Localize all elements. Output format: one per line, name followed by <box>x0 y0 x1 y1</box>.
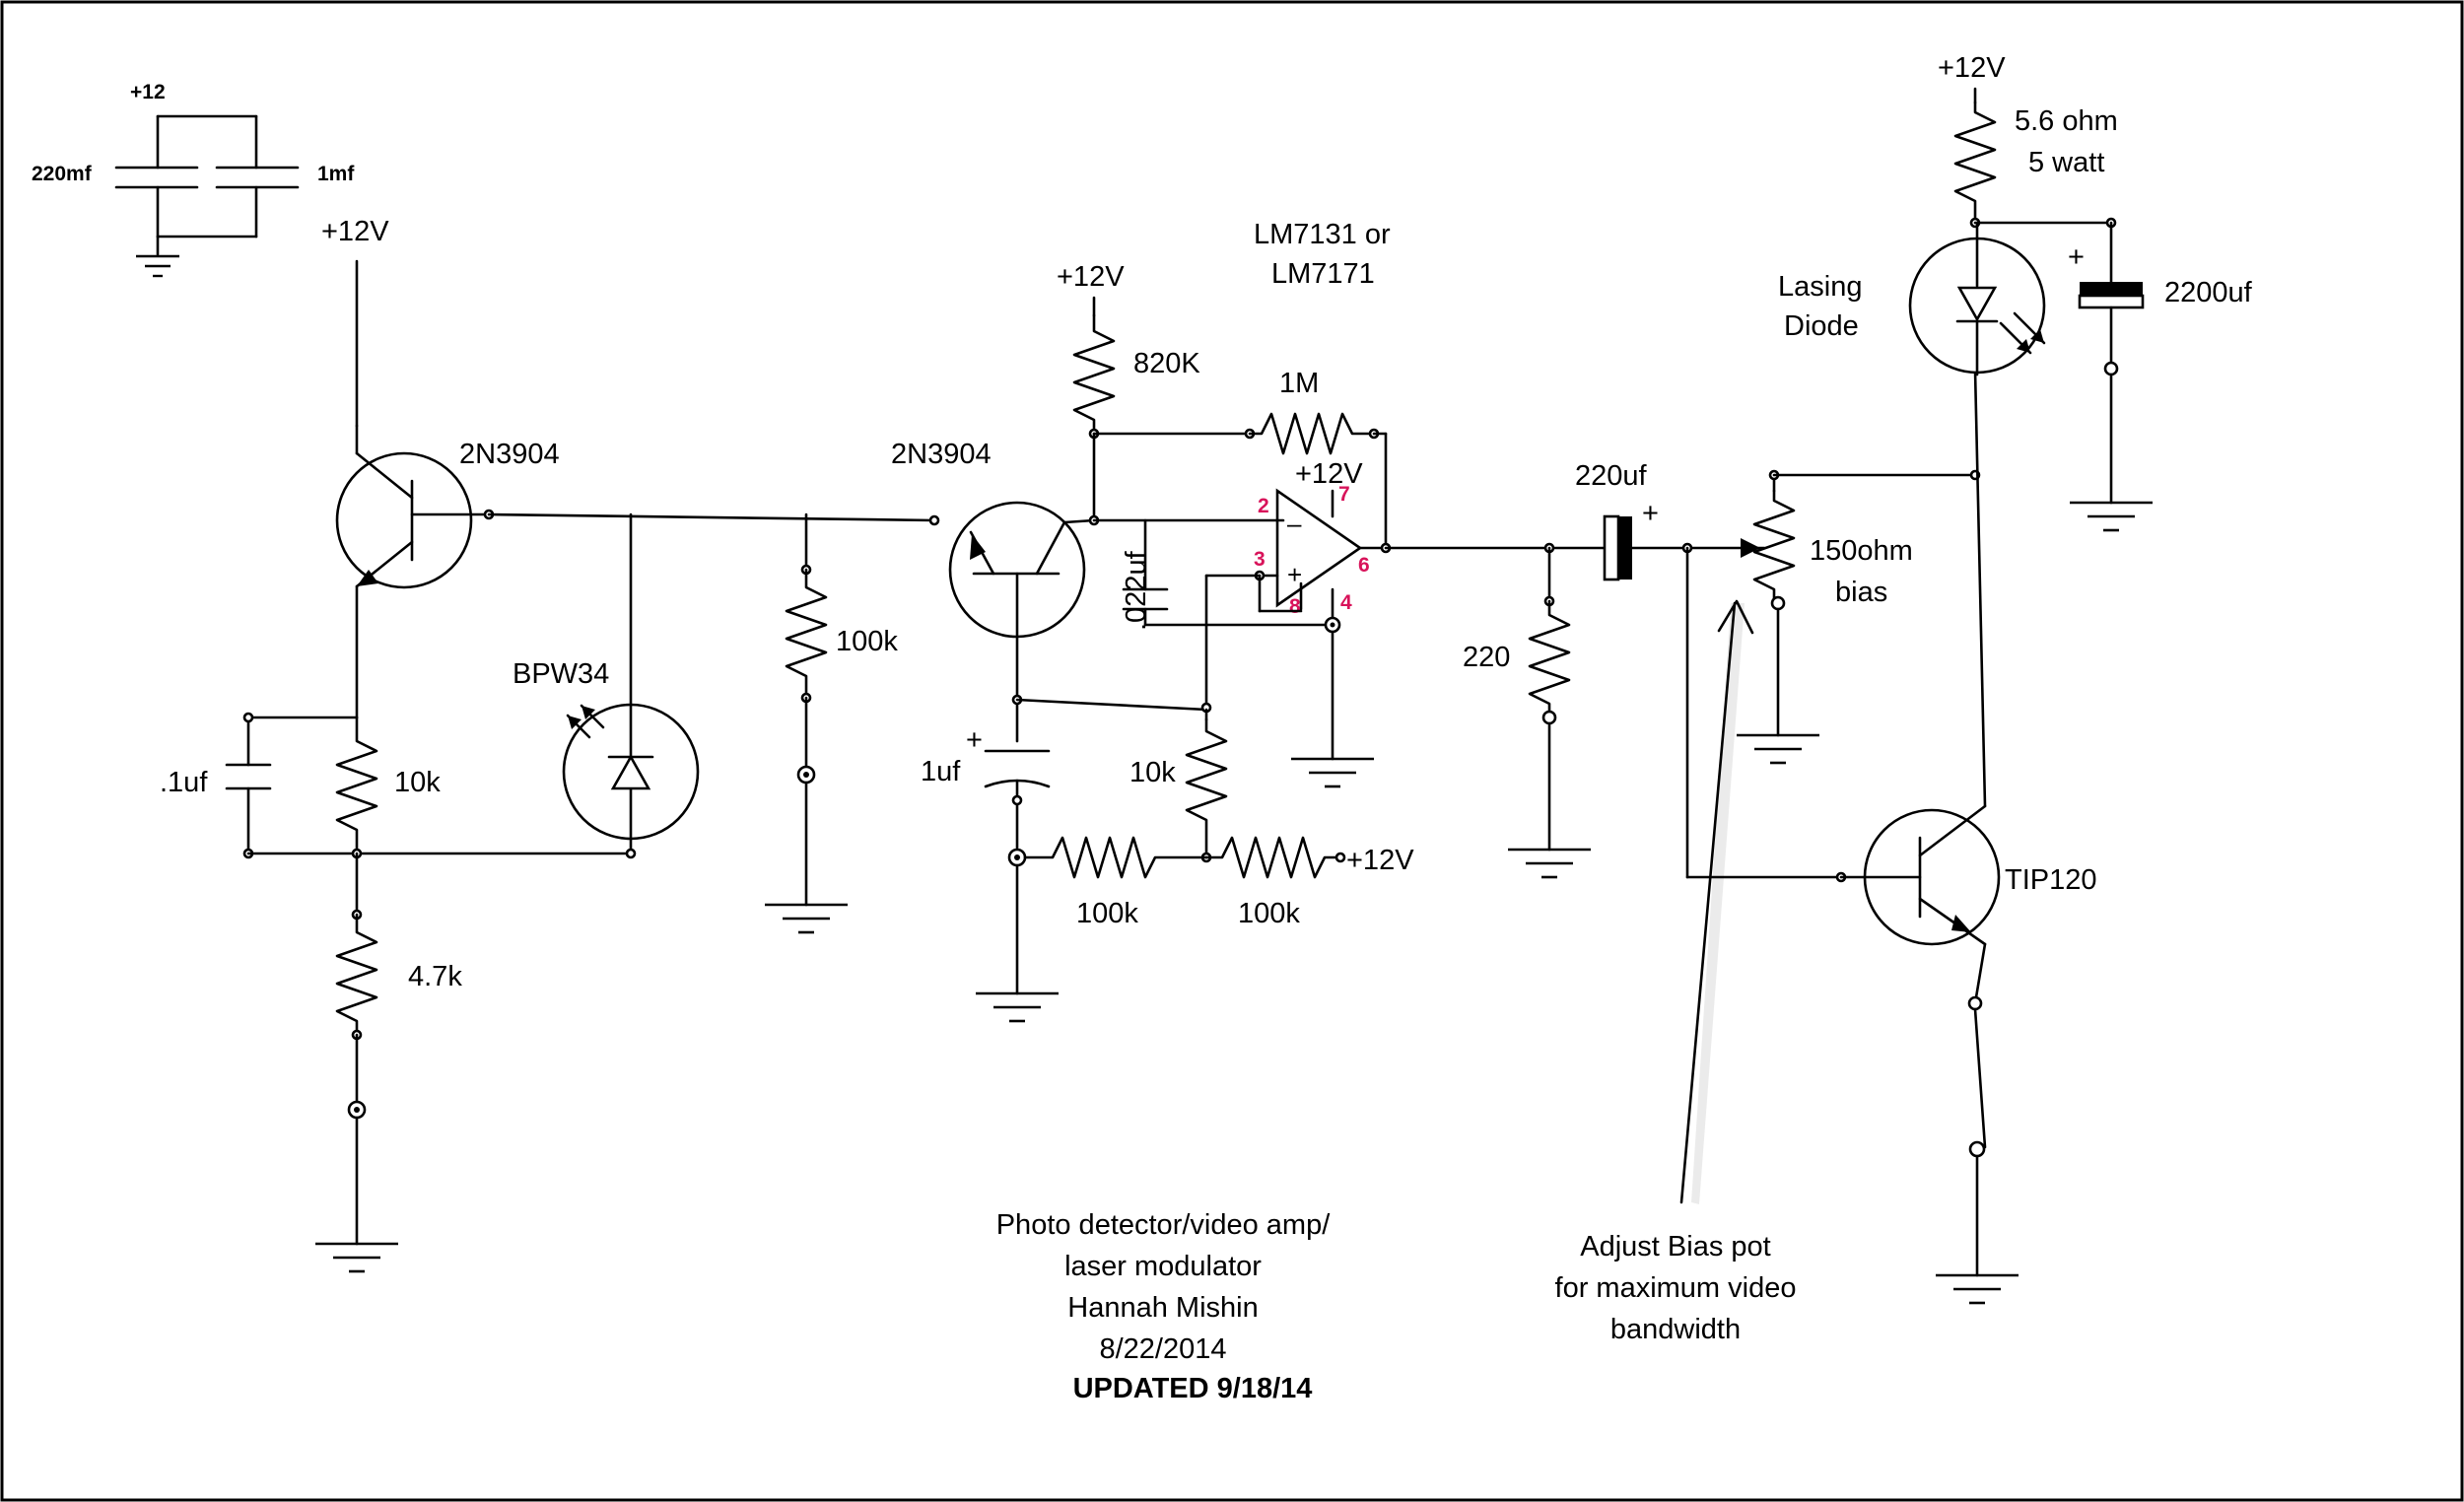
c-022uf-label: .022uf <box>1121 550 1152 631</box>
svg-text:+: + <box>1287 560 1302 589</box>
q1-label: 2N3904 <box>459 439 560 470</box>
pot-label-line1: 150ohm <box>1810 535 1913 567</box>
r-power-line2: 5 watt <box>2028 147 2104 178</box>
stage-video-amp: +12V 820K 1M LM7131 or LM7171 2N3904 <box>891 219 1414 1023</box>
q2-label: 2N3904 <box>891 439 992 470</box>
opamp: – + <box>1275 488 1392 611</box>
c-220uf-label: 220uf <box>1575 460 1648 492</box>
r-100k-b-label: 100k <box>1076 898 1138 929</box>
opamp-part-line1: LM7131 or <box>1254 219 1391 250</box>
r-100k-c-label: 100k <box>1238 898 1300 929</box>
pin-7: 7 <box>1338 483 1350 506</box>
supply-decoupling: +12 220mf 1mf <box>32 81 355 278</box>
supply-cap-left-label: 220mf <box>32 163 93 185</box>
pin-8: 8 <box>1289 595 1301 618</box>
title-line5: UPDATED 9/18/14 <box>1073 1373 1313 1404</box>
title-line3: Hannah Mishin <box>1067 1292 1258 1324</box>
vcc-820k-label: +12V <box>1057 261 1125 293</box>
annotation-line2: for maximum video <box>1555 1272 1797 1304</box>
supply-rail-label: +12 <box>130 81 166 103</box>
q3-label: TIP120 <box>2005 864 2097 896</box>
r-820k-label: 820K <box>1133 348 1200 379</box>
laser-label-line2: Diode <box>1784 310 1859 342</box>
annotation-line3: bandwidth <box>1610 1314 1741 1345</box>
r-220-label: 220 <box>1463 642 1510 673</box>
pot-label-line2: bias <box>1835 577 1887 608</box>
c-2200uf-plus: + <box>2068 241 2085 273</box>
opamp-part-line2: LM7171 <box>1271 258 1375 290</box>
transistor-tip120 <box>1839 804 2001 946</box>
r-4-7k-label: 4.7k <box>408 961 462 992</box>
bias-annotation: Adjust Bias pot for maximum video bandwi… <box>1555 1231 1797 1345</box>
r-1m-label: 1M <box>1279 368 1319 399</box>
title-line1: Photo detector/video amp/ <box>996 1209 1331 1241</box>
r-power-line1: 5.6 ohm <box>2015 105 2118 137</box>
stage-photodetector: +12V 2N3904 BPW34 <box>160 216 936 1273</box>
svg-text:–: – <box>1287 509 1302 538</box>
stage-laser-driver: 220 220uf + 150ohm bias <box>1384 52 2253 1305</box>
pin-4: 4 <box>1340 591 1352 614</box>
annotation-line1: Adjust Bias pot <box>1580 1231 1770 1263</box>
pin-3: 3 <box>1254 548 1266 571</box>
r-10k-b-label: 10k <box>1129 757 1176 788</box>
laser-diode <box>1908 221 2046 376</box>
r-10k-a-label: 10k <box>394 767 441 798</box>
pin-6: 6 <box>1358 554 1370 577</box>
c-1uf-label: 1uf <box>921 756 961 787</box>
photodiode-bpw34 <box>562 703 700 841</box>
vcc-laser-label: +12V <box>1938 52 2006 84</box>
vcc-q1-label: +12V <box>321 216 389 247</box>
vcc-divider-label: +12V <box>1346 845 1414 876</box>
laser-label-line1: Lasing <box>1778 271 1862 303</box>
photodiode-label: BPW34 <box>513 658 609 690</box>
c-1uf-plus: + <box>966 724 983 756</box>
transistor-q1 <box>335 424 495 589</box>
pin-2: 2 <box>1258 495 1269 517</box>
title-line4: 8/22/2014 <box>1099 1333 1226 1365</box>
title-block: Photo detector/video amp/ laser modulato… <box>996 1209 1331 1404</box>
c-2200uf-label: 2200uf <box>2164 277 2253 308</box>
vcc-opamp-label: +12V <box>1295 458 1363 490</box>
c-220uf-plus: + <box>1642 498 1659 529</box>
r-100k-a-label: 100k <box>836 626 898 657</box>
supply-cap-right-label: 1mf <box>317 163 355 185</box>
title-line2: laser modulator <box>1064 1251 1262 1282</box>
c-01uf-label: .1uf <box>160 767 208 798</box>
